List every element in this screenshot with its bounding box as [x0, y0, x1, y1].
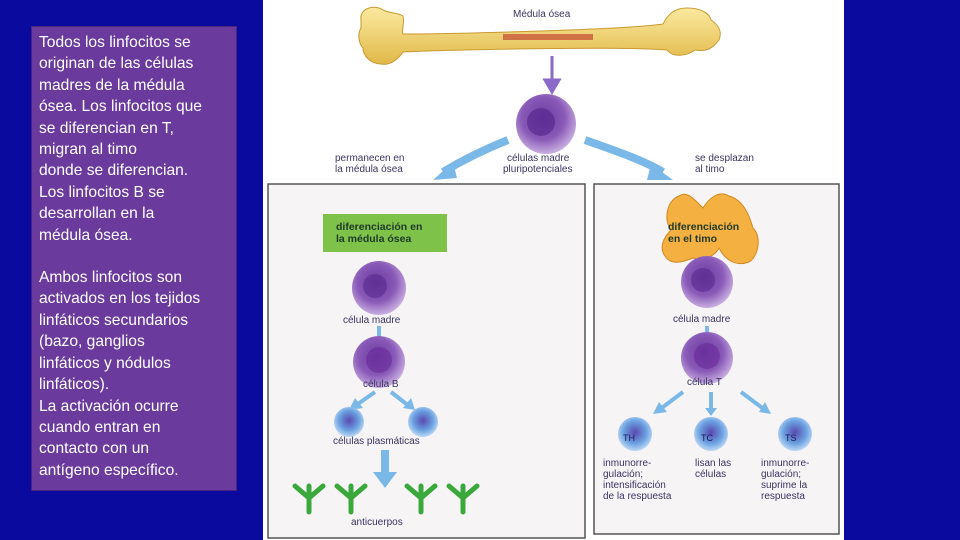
plasma-cell-left: [334, 407, 364, 437]
t-stem-cell-label: célula madre: [673, 314, 731, 325]
ts-desc-1: inmunorre-: [761, 458, 809, 469]
antibody-icon-3: [404, 483, 438, 515]
arrow-to-stem-cell: [542, 56, 562, 95]
tc-cell: [694, 417, 728, 451]
plasma-cells-label: células plasmáticas: [333, 436, 420, 447]
antibody-icon-4: [446, 483, 480, 515]
th-label: TH: [623, 433, 635, 443]
arrow-to-antibodies: [373, 472, 397, 488]
b-panel-title-2: la médula ósea: [336, 233, 411, 245]
plasma-cell-right: [408, 407, 438, 437]
ts-desc-3: suprime la: [761, 480, 808, 491]
th-desc-4: de la respuesta: [603, 491, 672, 502]
antibodies-label: anticuerpos: [351, 517, 403, 528]
text-paragraph-activation: Ambos linfocitos son activados en los te…: [39, 269, 201, 479]
tc-desc-1: lisan las: [695, 458, 731, 469]
left-branch-label-1: permanecen en: [335, 153, 405, 164]
left-branch-label-2: la médula ósea: [335, 164, 403, 175]
th-cell: [618, 417, 652, 451]
antibody-icon-2: [334, 483, 368, 515]
ts-cell: [778, 417, 812, 451]
tc-desc-2: células: [695, 469, 726, 480]
t-cell-label: célula T: [687, 377, 722, 388]
lymphocyte-diagram: Médula ósea células madre pluripotencial…: [263, 0, 844, 540]
b-panel-title-1: diferenciación en: [336, 221, 422, 233]
stem-cell-label-2: pluripotenciales: [503, 164, 573, 175]
b-stem-cell-label: célula madre: [343, 315, 401, 326]
b-cell-label: célula B: [363, 379, 399, 390]
t-panel-title-2: en el timo: [668, 233, 717, 245]
ts-label: TS: [785, 433, 797, 443]
bone-label: Médula ósea: [513, 9, 571, 20]
text-paragraph-origin: Todos los linfocitos se originan de las …: [39, 34, 202, 244]
t-panel-title-1: diferenciación: [668, 221, 739, 233]
text-panel: Todos los linfocitos se originan de las …: [31, 26, 237, 491]
tc-label: TC: [701, 433, 713, 443]
antibody-icons: [292, 483, 480, 515]
stem-cell-label-1: células madre: [507, 153, 570, 164]
ts-desc-4: respuesta: [761, 491, 805, 502]
th-desc-3: intensificación: [603, 480, 666, 491]
th-desc-2: gulación;: [603, 469, 643, 480]
thymus-icon: [661, 193, 759, 264]
ts-desc-2: gulación;: [761, 469, 801, 480]
right-branch-label-1: se desplazan: [695, 153, 754, 164]
right-branch-label-2: al timo: [695, 164, 725, 175]
bone-icon: [358, 6, 721, 65]
th-desc-1: inmunorre-: [603, 458, 651, 469]
antibody-icon-1: [292, 483, 326, 515]
b-panel-title-box: [323, 214, 447, 252]
